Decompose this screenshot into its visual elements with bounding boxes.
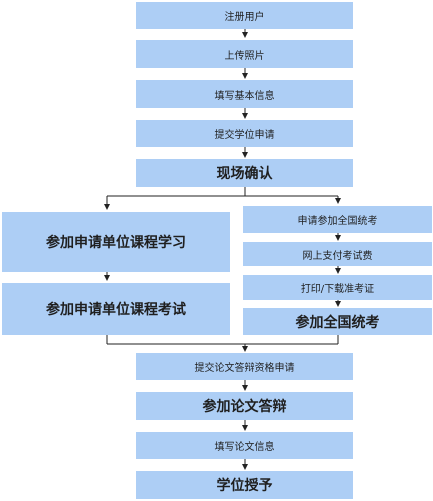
step-upload-photo: 上传照片 xyxy=(136,40,353,68)
step-degree-awarded: 学位授予 xyxy=(136,471,353,499)
step-thesis-defense: 参加论文答辩 xyxy=(136,392,353,420)
step-course-exam: 参加申请单位课程考试 xyxy=(2,283,230,335)
step-register: 注册用户 xyxy=(136,2,353,29)
step-apply-national-exam: 申请参加全国统考 xyxy=(243,206,432,233)
step-fill-basic-info: 填写基本信息 xyxy=(136,80,353,108)
step-submit-degree-application: 提交学位申请 xyxy=(136,120,353,147)
step-onsite-confirmation: 现场确认 xyxy=(136,159,353,187)
step-course-study: 参加申请单位课程学习 xyxy=(2,212,230,272)
step-take-national-exam: 参加全国统考 xyxy=(243,308,432,335)
step-print-admission-ticket: 打印/下载准考证 xyxy=(243,275,432,300)
step-submit-defense-application: 提交论文答辩资格申请 xyxy=(136,353,353,380)
step-fill-thesis-info: 填写论文信息 xyxy=(136,432,353,459)
step-pay-exam-fee-online: 网上支付考试费 xyxy=(243,242,432,266)
